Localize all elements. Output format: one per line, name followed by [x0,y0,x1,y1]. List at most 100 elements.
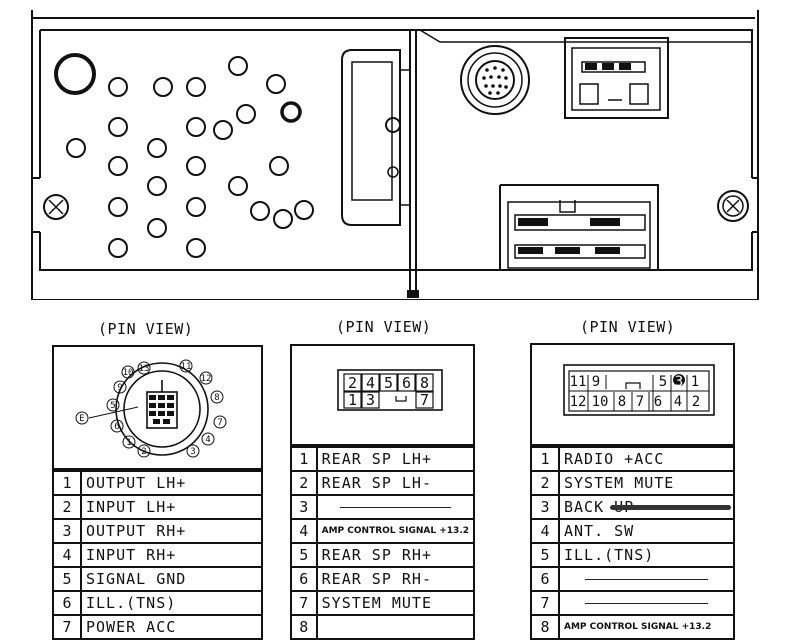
top-right-connector-icon [564,37,669,119]
round-connector-face-icon: 10 13 11 12 9 8 5 7 6 4 1 2 3 E [75,359,227,458]
pin-label-2: 2 [141,447,146,457]
right-pin-9: 9 [592,374,600,390]
pin-function: ANT. SW [558,518,735,544]
pin-view-title-left: (PIN VIEW) [98,320,194,338]
pin-view-title-right: (PIN VIEW) [580,318,676,336]
pin-function: BACK UP [558,494,735,520]
middle-pin-7: 7 [420,391,429,409]
middle-pin-2: 2 [348,374,357,392]
left-connector-pin-view: 10 13 11 12 9 8 5 7 6 4 1 2 3 E [52,345,263,470]
vent-holes [66,56,314,258]
right-pin-1: 1 [691,374,699,390]
pin-function: OUTPUT RH+ [80,518,263,544]
table-row: 6 [530,566,735,592]
table-row: 8 [290,614,476,640]
pin-number: 6 [530,566,560,592]
right-pin-12: 12 [570,394,587,410]
antenna-hole-icon [54,53,96,95]
pin-label-1: 1 [126,438,131,448]
pin-function: SYSTEM MUTE [558,470,735,496]
pin-label-11: 11 [181,362,192,372]
pin-function: REAR SP LH- [315,470,476,496]
pin-number: 2 [52,494,82,520]
right-pin-5: 5 [659,374,667,390]
pin-number: 4 [530,518,560,544]
pin-function: INPUT LH+ [80,494,263,520]
pin-number: 7 [52,614,82,640]
right-pin-10: 10 [592,394,609,410]
pin-number: 4 [290,518,318,544]
pin-function: AMP CONTROL SIGNAL +13.2 [558,614,735,640]
right-screw-icon [717,190,749,222]
pin-label-4: 4 [205,435,210,445]
pin-function: AMP CONTROL SIGNAL +13.2 [315,518,476,544]
chassis-inner-outline [39,29,753,271]
pin-number: 1 [530,446,560,472]
pin-function [315,614,476,640]
pin-function: RADIO +ACC [558,446,735,472]
pin-number: 2 [290,470,318,496]
pin-function-empty [558,590,735,616]
middle-pin-8: 8 [420,374,429,392]
right-connector-pin-view: 11 9 5 3 1 12 10 8 7 6 4 2 [530,343,735,446]
middle-pin-1: 1 [348,391,357,409]
pin-function-empty [315,494,476,520]
right-pin-3: 3 [675,374,683,390]
pin-number: 5 [530,542,560,568]
pin-label-9: 9 [117,383,122,393]
right-pin-7: 7 [636,394,644,410]
pin-label-7: 7 [217,418,222,428]
pin-function: REAR SP RH+ [315,542,476,568]
pin-number: 1 [52,470,82,496]
pin-number: 8 [530,614,560,640]
chassis-outline [31,10,759,300]
mid-bracket [341,49,401,226]
left-mount-ear [31,177,40,233]
middle-pin-6: 6 [402,374,411,392]
right-connector-face-icon: 11 9 5 3 1 12 10 8 7 6 4 2 [563,364,715,416]
pin-function-empty [558,566,735,592]
pin-number: 6 [290,566,318,592]
pin-view-title-middle: (PIN VIEW) [336,318,432,336]
pin-function: POWER ACC [80,614,263,640]
pin-function: SYSTEM MUTE [315,590,476,616]
pin-label-6: 6 [114,422,119,432]
pin-number: 1 [290,446,318,472]
pin-function: SIGNAL GND [80,566,263,592]
middle-pin-4: 4 [366,374,375,392]
pin-label-10: 10 [123,368,134,378]
table-row: 3 [290,494,476,520]
pin-label-5: 5 [110,401,115,411]
pin-function: OUTPUT LH+ [80,470,263,496]
pin-number: 7 [530,590,560,616]
pin-function: ILL.(TNS) [558,542,735,568]
pin-number: 3 [52,518,82,544]
pin-number: 5 [290,542,318,568]
right-pin-2: 2 [692,394,700,410]
pin-label-3: 3 [190,447,195,457]
right-pin-6: 6 [654,394,662,410]
pin-number: 8 [290,614,318,640]
middle-connector-face-icon: 2 4 5 6 8 1 3 7 [337,369,443,411]
pin-label-e: E [79,414,84,424]
pin-number: 3 [290,494,318,520]
middle-pin-5: 5 [384,374,393,392]
middle-pin-3: 3 [366,391,375,409]
left-screw-icon [43,194,69,220]
pin-function: INPUT RH+ [80,542,263,568]
